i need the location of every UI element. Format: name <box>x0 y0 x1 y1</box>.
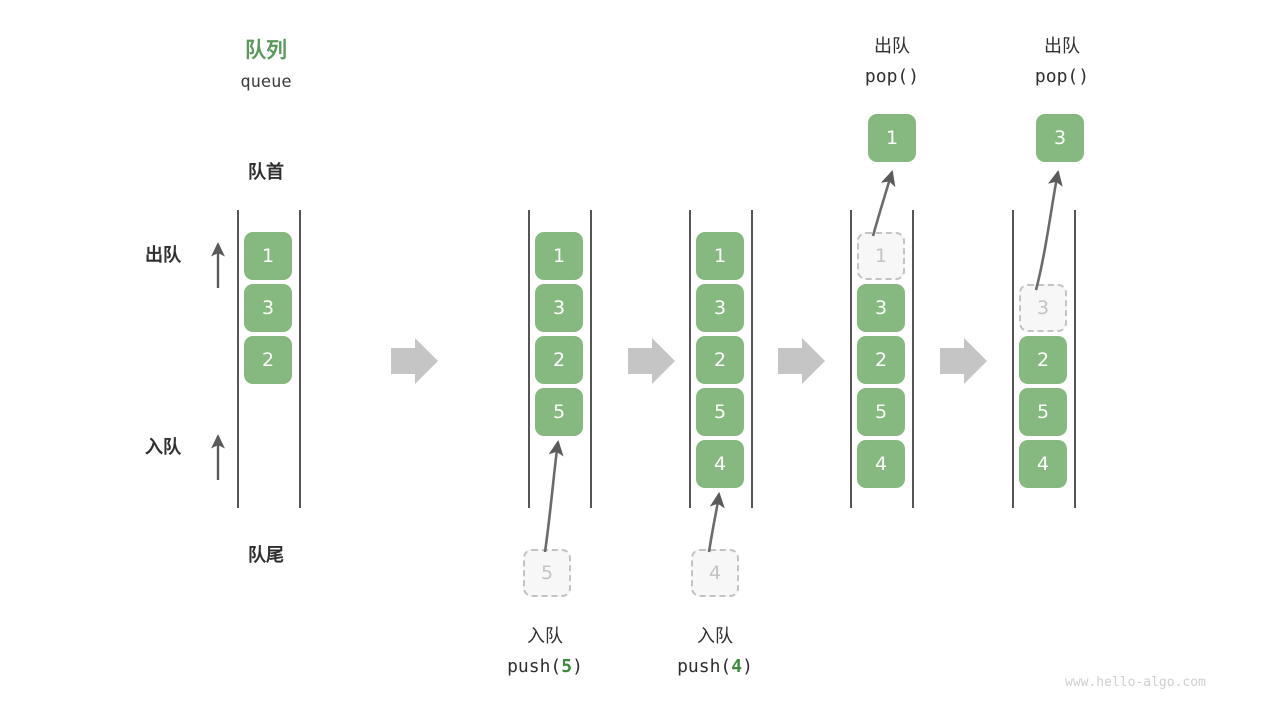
stage-2-op-cn: 入队 <box>697 626 733 646</box>
transition-arrow-right-icon <box>778 338 825 384</box>
rail-right-stage-1 <box>590 210 592 508</box>
push-4-arrow-icon <box>707 491 725 553</box>
rail-right-stage-4 <box>1074 210 1076 508</box>
pop-3-arrow-icon <box>1034 169 1063 291</box>
stage-2-op-code-suffix: ) <box>742 656 753 677</box>
stage-3-op-code: pop() <box>864 66 920 87</box>
queue-cell: 3 <box>244 284 292 332</box>
rail-left-stage-2 <box>689 210 691 508</box>
queue-cell: 5 <box>696 388 744 436</box>
stage-4-op-code: pop() <box>1034 66 1090 87</box>
queue-cell: 1 <box>696 232 744 280</box>
stage-1-op-code: push(5) <box>455 656 635 677</box>
popped-cell: 1 <box>868 114 916 162</box>
stage-4-op-cn: 出队 <box>1044 36 1080 56</box>
pop-1-arrow-icon <box>871 170 896 237</box>
queue-cell: 2 <box>696 336 744 384</box>
rail-right-stage-2 <box>751 210 753 508</box>
rail-left-stage-4 <box>1012 210 1014 508</box>
queue-cell: 2 <box>535 336 583 384</box>
rail-left-stage-1 <box>528 210 530 508</box>
push-5-arrow-icon <box>543 439 564 553</box>
queue-cell: 2 <box>857 336 905 384</box>
stage-2-op-code-value: 4 <box>731 656 743 677</box>
stage-1-op-code-suffix: ) <box>572 656 583 677</box>
dequeue-label: 出队 <box>145 245 181 265</box>
queue-cell: 3 <box>696 284 744 332</box>
queue-cell: 3 <box>535 284 583 332</box>
transition-arrow-right-icon <box>391 338 438 384</box>
queue-cell: 4 <box>1019 440 1067 488</box>
popped-cell: 3 <box>1036 114 1084 162</box>
watermark: www.hello-algo.com <box>1065 675 1206 690</box>
rail-right-stage-3 <box>912 210 914 508</box>
rear-label: 队尾 <box>248 545 284 565</box>
queue-cell: 5 <box>1019 388 1067 436</box>
queue-title-en: queue <box>240 72 292 92</box>
front-label: 队首 <box>248 162 284 182</box>
rail-left-stage-3 <box>850 210 852 508</box>
queue-cell: 4 <box>857 440 905 488</box>
transition-arrow-right-icon <box>628 338 675 384</box>
stage-3-op-cn: 出队 <box>874 36 910 56</box>
queue-cell: 2 <box>244 336 292 384</box>
queue-cell: 4 <box>696 440 744 488</box>
transition-arrow-right-icon <box>940 338 987 384</box>
pending-push-cell: 4 <box>691 549 739 597</box>
rail-right-stage-0 <box>299 210 301 508</box>
stage-2-op-code-prefix: push( <box>677 656 732 677</box>
queue-cell: 1 <box>244 232 292 280</box>
queue-cell: 1 <box>535 232 583 280</box>
stage-1-op-code-value: 5 <box>561 656 573 677</box>
queue-cell-ghost: 1 <box>857 232 905 280</box>
pending-push-cell: 5 <box>523 549 571 597</box>
queue-cell: 5 <box>857 388 905 436</box>
queue-cell-ghost: 3 <box>1019 284 1067 332</box>
queue-cell: 5 <box>535 388 583 436</box>
queue-cell: 2 <box>1019 336 1067 384</box>
stage-1-op-cn: 入队 <box>527 626 563 646</box>
queue-title-cn: 队列 <box>245 39 287 62</box>
enqueue-label: 入队 <box>145 437 181 457</box>
queue-cell: 3 <box>857 284 905 332</box>
stage-1-op-code-prefix: push( <box>507 656 562 677</box>
rail-left-stage-0 <box>237 210 239 508</box>
stage-2-op-code: push(4) <box>625 656 805 677</box>
